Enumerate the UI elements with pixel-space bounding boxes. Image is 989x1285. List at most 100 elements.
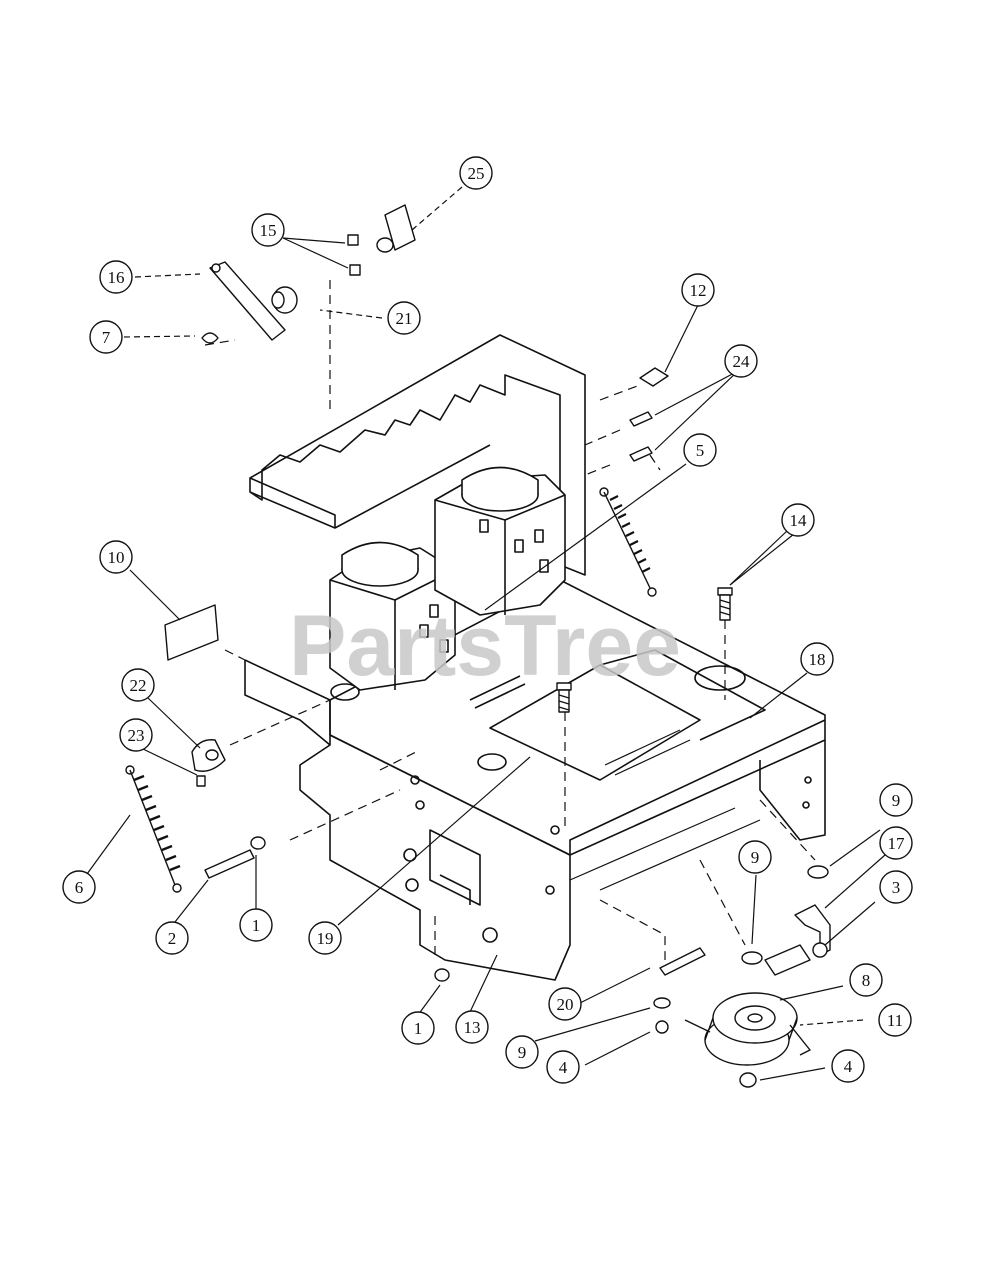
nut-part-4b: [739, 1072, 757, 1088]
callout-label: 8: [862, 971, 871, 990]
callout-label: 6: [75, 878, 84, 897]
callout-label: 10: [108, 548, 125, 567]
callout-24: 24: [724, 344, 758, 378]
callout-circle: [155, 921, 189, 955]
callout-circle: [831, 1049, 865, 1083]
callout-2: 2: [155, 921, 189, 955]
left-side-wall: [244, 659, 571, 981]
transmission-blocks: [329, 466, 566, 691]
callout-circle: [455, 1010, 489, 1044]
callout-circle: [505, 1035, 539, 1069]
callout-label: 1: [414, 1019, 423, 1038]
callout-circle: [849, 963, 883, 997]
callout-label: 19: [317, 929, 334, 948]
callout-label: 12: [690, 281, 707, 300]
callout-18: 18: [800, 642, 834, 676]
callout-circle: [99, 540, 133, 574]
callout-9: 9: [879, 783, 913, 817]
callout-8: 8: [849, 963, 883, 997]
callout-15: 15: [251, 213, 285, 247]
callout-circle: [99, 260, 133, 294]
callout-label: 9: [518, 1043, 527, 1062]
callout-circle: [724, 344, 758, 378]
callout-label: 23: [128, 726, 145, 745]
callout-1: 1: [239, 908, 273, 942]
callout-label: 13: [464, 1018, 481, 1037]
callout-label: 14: [790, 511, 808, 530]
callout-label: 15: [260, 221, 277, 240]
callout-circle: [459, 156, 493, 190]
callout-label: 2: [168, 929, 177, 948]
callout-label: 17: [888, 834, 906, 853]
callout-14: 14: [781, 503, 815, 537]
nut-part-1a: [250, 836, 266, 850]
callout-4: 4: [831, 1049, 865, 1083]
callout-label: 4: [559, 1058, 568, 1077]
leader-lines: [86, 186, 886, 1081]
bolt-part-14: [717, 587, 733, 621]
callout-label: 1: [252, 916, 261, 935]
belt-guard-part-11: [684, 1019, 811, 1056]
callout-label: 11: [887, 1011, 903, 1030]
washer-part-9b: [741, 951, 763, 965]
nut-part-15b: [349, 264, 361, 276]
callout-label: 25: [468, 164, 485, 183]
callout-circle: [546, 1050, 580, 1084]
callout-label: 22: [130, 676, 147, 695]
bracket-part-25: [384, 204, 416, 251]
block-part-23: [196, 775, 206, 787]
callout-label: 9: [892, 791, 901, 810]
callout-7: 7: [89, 320, 123, 354]
callout-label: 9: [751, 848, 760, 867]
callout-19: 19: [308, 921, 342, 955]
callout-11: 11: [878, 1003, 912, 1037]
pin-part-24a: [629, 411, 653, 427]
callout-circle: [683, 433, 717, 467]
springs: [125, 487, 657, 893]
callout-22: 22: [121, 668, 155, 702]
callout-10: 10: [99, 540, 133, 574]
plate-part-10: [164, 604, 219, 661]
callout-17: 17: [879, 826, 913, 860]
nut-part-15a: [347, 234, 359, 246]
callout-13: 13: [455, 1010, 489, 1044]
bolt-part-20: [659, 947, 706, 976]
callout-label: 3: [892, 878, 901, 897]
callout-23: 23: [119, 718, 153, 752]
callout-circle: [879, 870, 913, 904]
callout-label: 16: [108, 268, 125, 287]
pin-part-24b: [629, 446, 653, 462]
nut-part-3: [812, 942, 828, 958]
callout-3: 3: [879, 870, 913, 904]
washer-part-9c: [653, 997, 671, 1009]
callout-circle: [879, 826, 913, 860]
arm-part-16: [209, 261, 286, 341]
bolt-part-19: [556, 682, 572, 713]
callout-circle: [879, 783, 913, 817]
callout-circle: [387, 301, 421, 335]
callout-12: 12: [681, 273, 715, 307]
nut-part-4a: [655, 1020, 669, 1034]
callout-circle: [89, 320, 123, 354]
callout-circle: [681, 273, 715, 307]
callout-circle: [878, 1003, 912, 1037]
callout-circle: [800, 642, 834, 676]
callout-circle: [548, 987, 582, 1021]
plate-part-12: [639, 367, 669, 387]
callout-circle: [239, 908, 273, 942]
callout-label: 24: [733, 352, 751, 371]
bolt-part-2: [204, 849, 255, 879]
spring-upper-right: [599, 487, 657, 597]
callout-label: 21: [396, 309, 413, 328]
callout-20: 20: [548, 987, 582, 1021]
callout-label: 7: [102, 328, 111, 347]
idler-pulley-part-8: [704, 992, 798, 1066]
callout-6: 6: [62, 870, 96, 904]
callout-1: 1: [401, 1011, 435, 1045]
partstree-watermark: PartsTree: [289, 598, 681, 694]
clip-part-7: [201, 332, 219, 344]
callout-16: 16: [99, 260, 133, 294]
